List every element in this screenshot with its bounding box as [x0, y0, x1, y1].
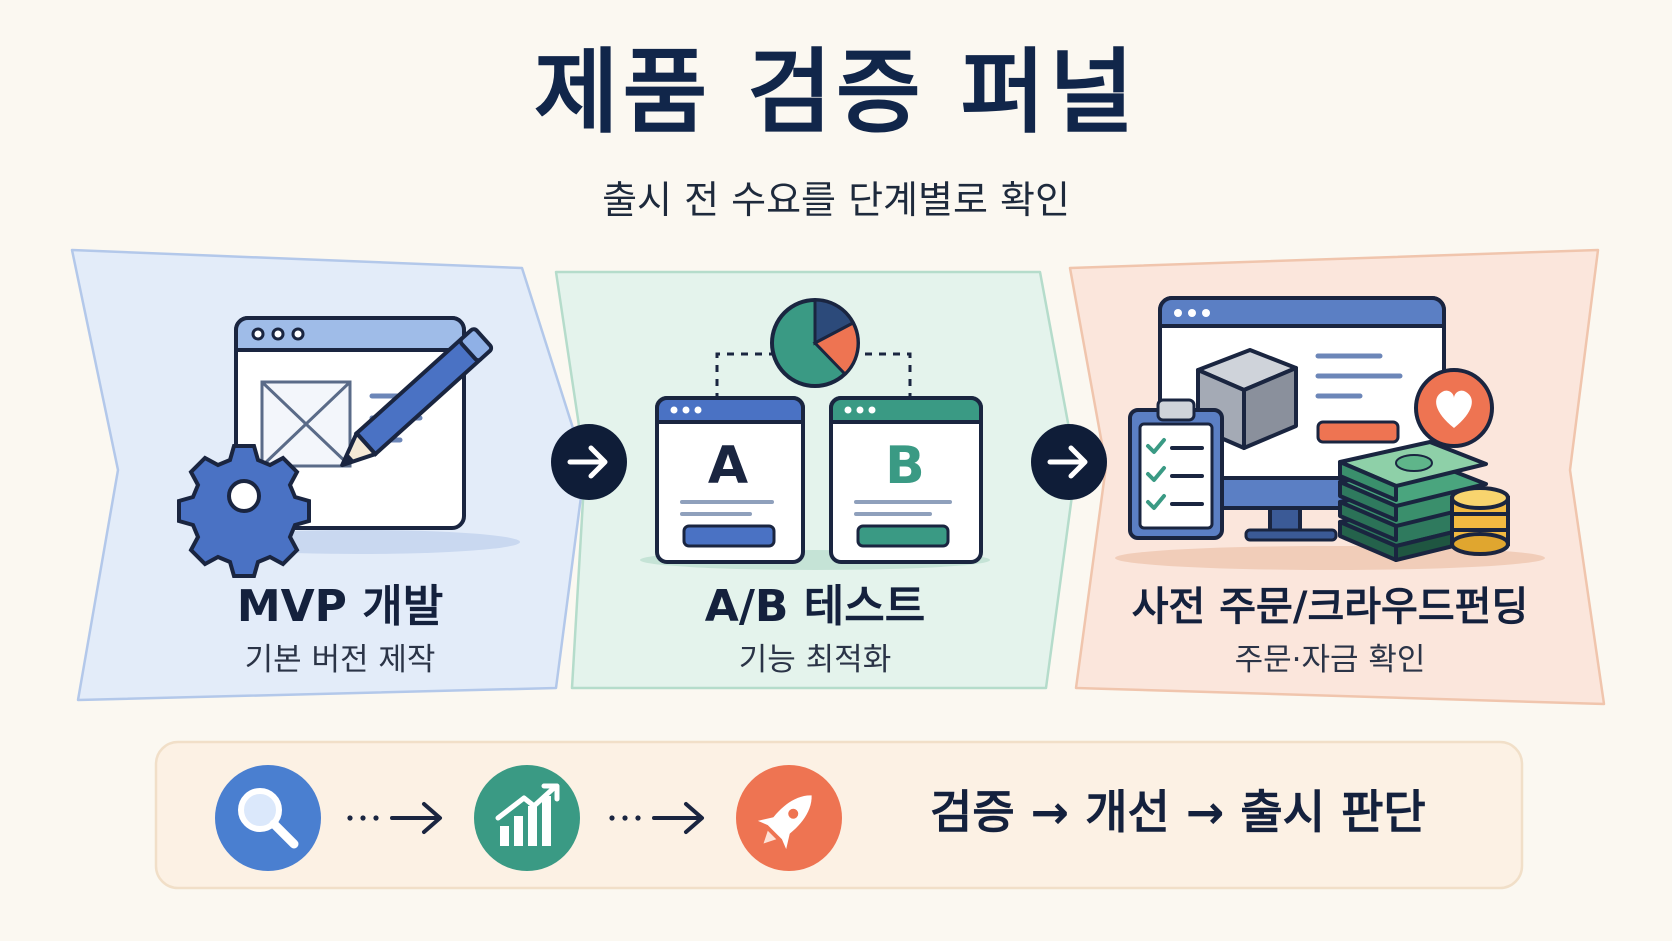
ab-test-pie-icon: A B [640, 298, 990, 570]
magnifier-icon [215, 765, 321, 871]
flow-arrow-icon [609, 802, 704, 834]
variant-a-label: A [708, 436, 748, 496]
preorder-money-icon [1115, 296, 1545, 570]
flow-summary: 검증 → 개선 → 출시 판단 [930, 785, 1426, 839]
stage-arrow-icon [551, 424, 627, 500]
stage-subtitle-ab: 기능 최적화 [738, 642, 892, 678]
stage-subtitle-mvp: 기본 버전 제작 [244, 642, 436, 678]
page-title: 제품 검증 퍼널 [534, 39, 1138, 146]
flow-arrow-icon [347, 802, 442, 834]
stage-arrow-icon [1031, 424, 1107, 500]
stage-title-ab: A/B 테스트 [704, 581, 926, 632]
page-subtitle: 출시 전 수요를 단계별로 확인 [602, 178, 1070, 222]
growth-chart-icon [474, 765, 580, 871]
rocket-icon [736, 765, 842, 871]
browser-pencil-gear-icon [177, 316, 520, 578]
variant-b-label: B [885, 436, 925, 496]
stage-subtitle-preorder: 주문·자금 확인 [1234, 642, 1426, 678]
stage-title-preorder: 사전 주문/크라우드펀딩 [1131, 584, 1529, 630]
stage-title-mvp: MVP 개발 [236, 581, 444, 632]
